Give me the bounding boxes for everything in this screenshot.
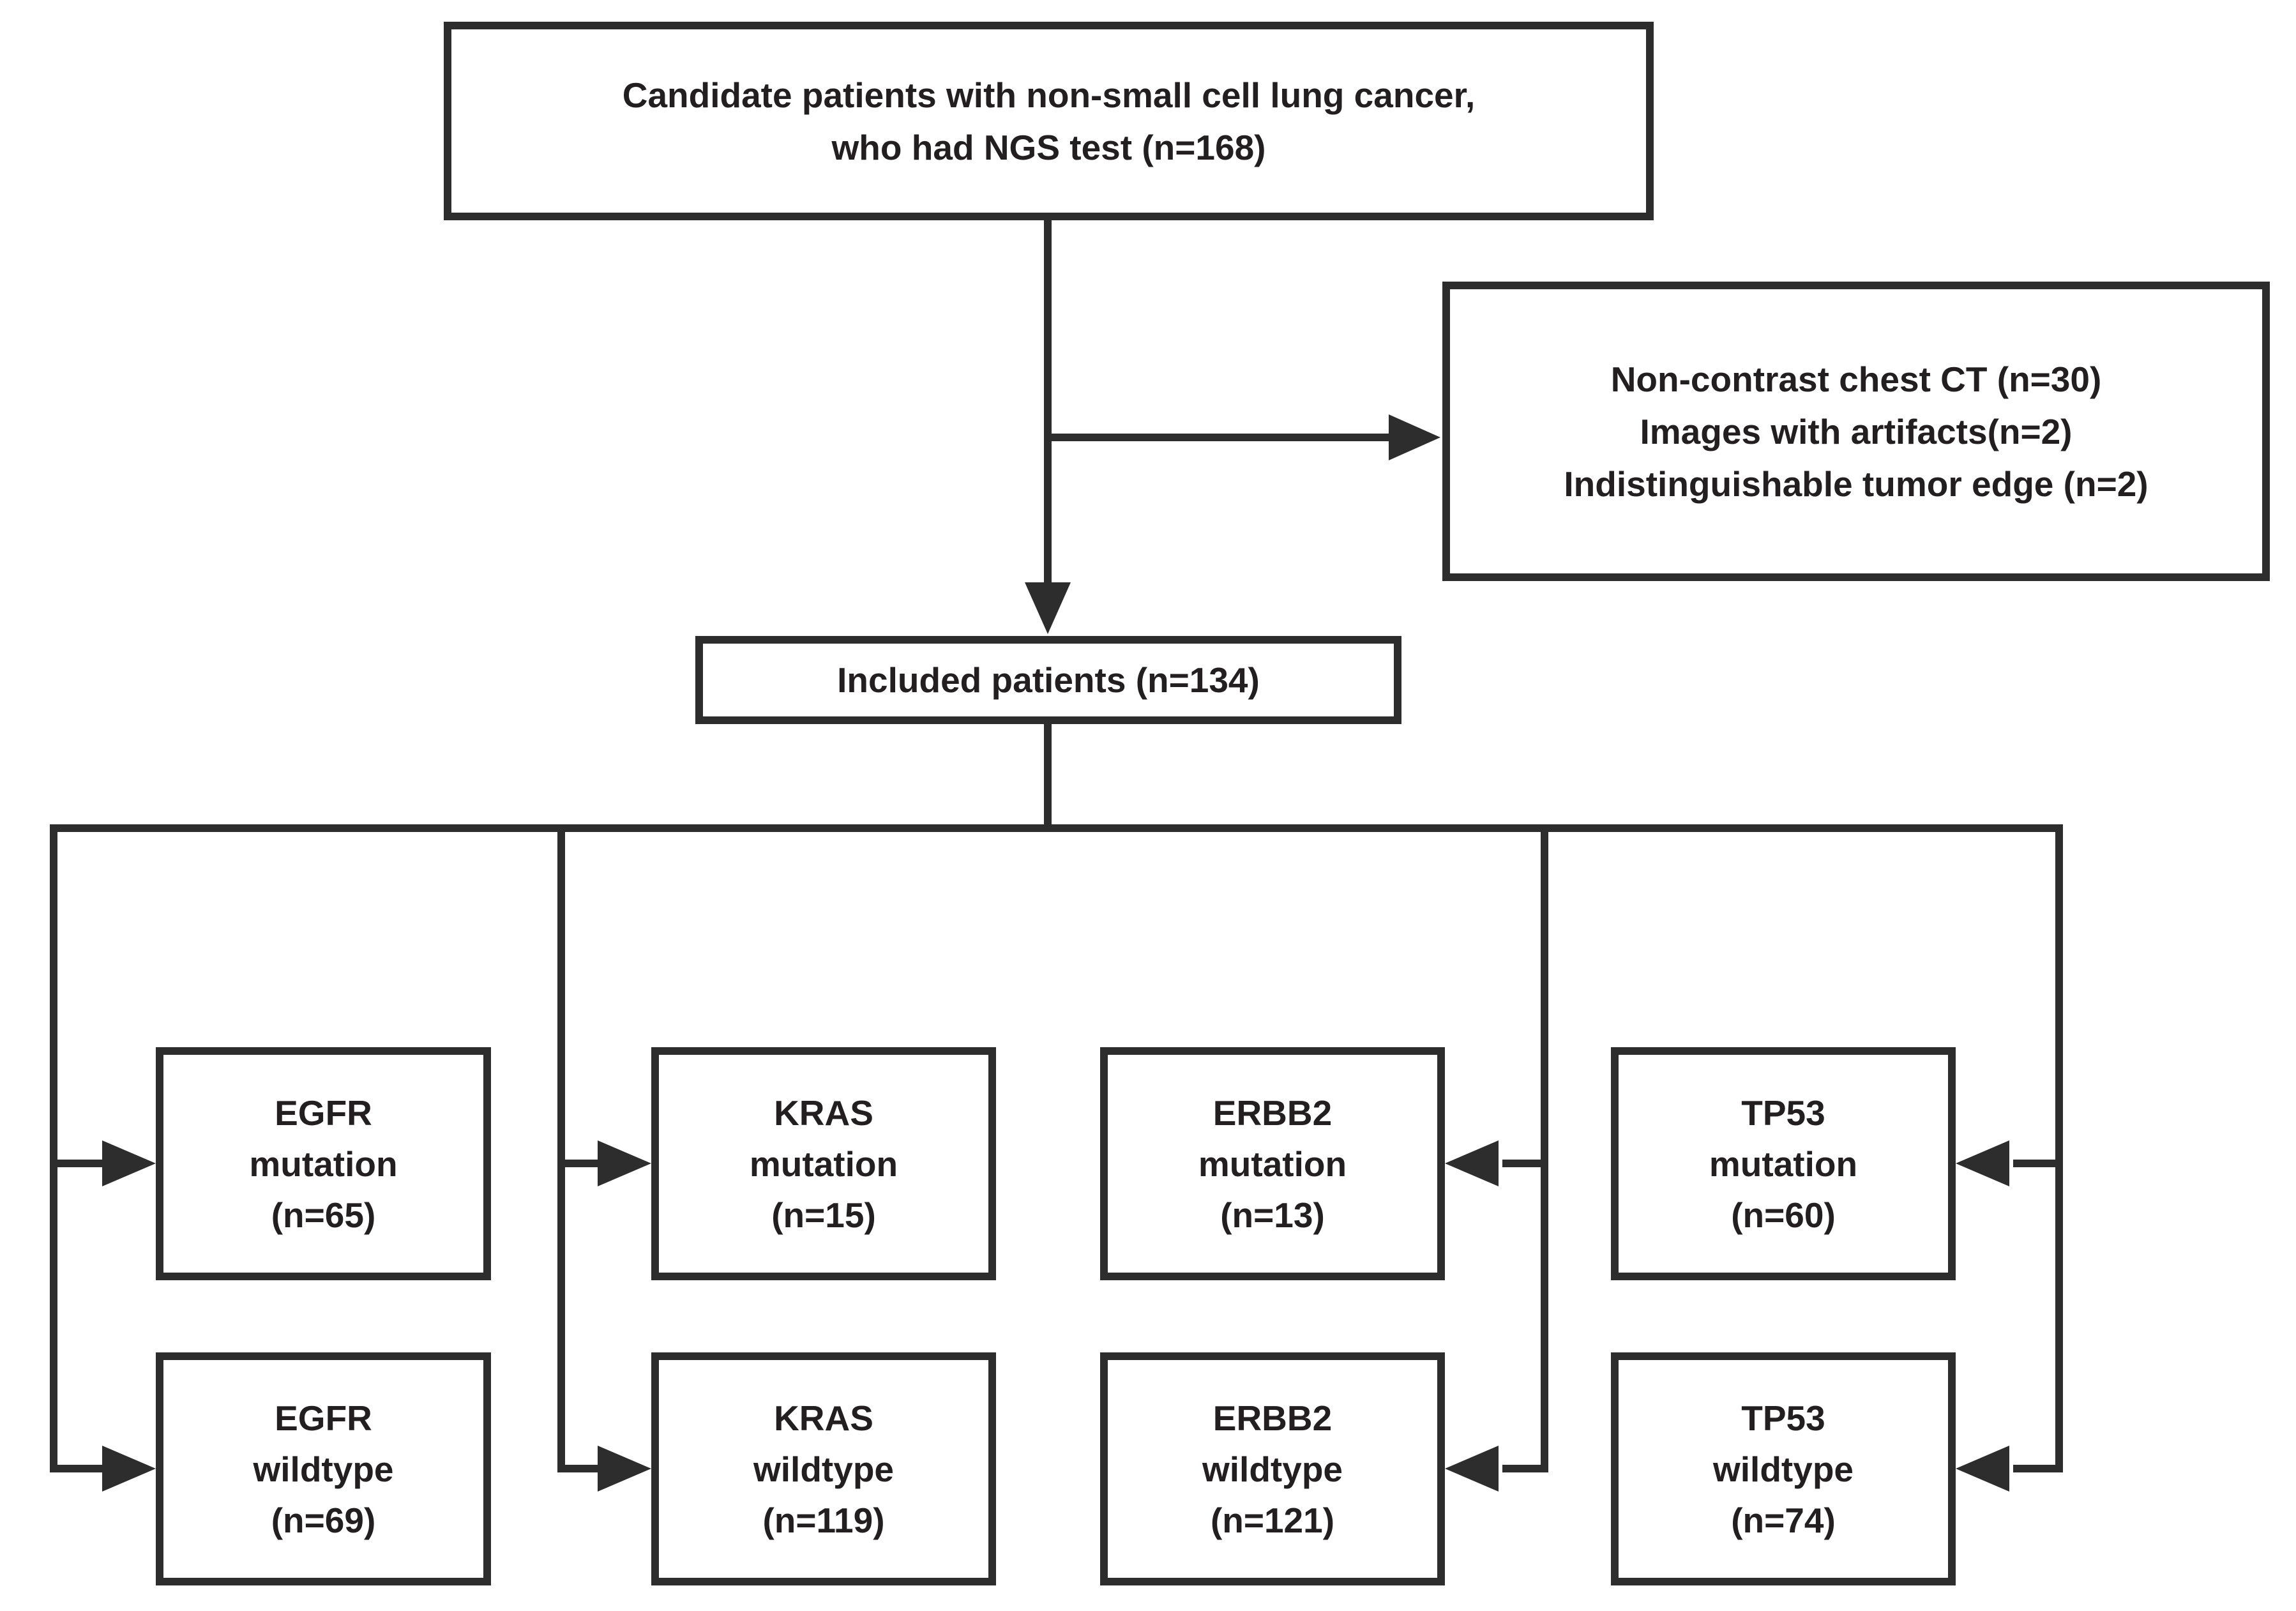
- type-label: wildtype: [1712, 1449, 1854, 1489]
- count-label: (n=15): [771, 1195, 876, 1235]
- count-label: (n=13): [1220, 1195, 1325, 1235]
- box-erbb2-mutation: ERBB2 mutation (n=13): [1100, 1047, 1445, 1280]
- arrow-to-kras-mutation: [561, 1140, 651, 1186]
- count-label: (n=121): [1210, 1500, 1335, 1540]
- count-label: (n=60): [1731, 1195, 1836, 1235]
- box-candidates-line-2: who had NGS test (n=168): [831, 127, 1266, 167]
- box-kras-mutation: KRAS mutation (n=15): [651, 1047, 996, 1280]
- type-label: wildtype: [1202, 1449, 1343, 1489]
- arrow-candidates-to-included: [1025, 220, 1071, 634]
- type-label: mutation: [1198, 1144, 1347, 1184]
- count-label: (n=74): [1731, 1500, 1836, 1540]
- type-label: mutation: [1709, 1144, 1858, 1184]
- box-kras-wildtype: KRAS wildtype (n=119): [651, 1352, 996, 1585]
- arrow-to-erbb2-wildtype: [1445, 1446, 1545, 1492]
- gene-label: ERBB2: [1212, 1093, 1333, 1133]
- box-egfr-mutation: EGFR mutation (n=65): [156, 1047, 491, 1280]
- arrow-to-erbb2-mutation: [1445, 1140, 1545, 1186]
- arrow-to-egfr-wildtype: [54, 1446, 156, 1492]
- arrow-candidates-to-exclusions: [1048, 414, 1440, 460]
- arrow-to-tp53-mutation: [1956, 1140, 2059, 1186]
- gene-label: EGFR: [275, 1093, 372, 1133]
- gene-label: ERBB2: [1212, 1398, 1333, 1438]
- gene-label: KRAS: [774, 1093, 873, 1133]
- gene-label: TP53: [1741, 1398, 1825, 1438]
- box-included-label: Included patients (n=134): [837, 660, 1260, 700]
- box-tp53-mutation: TP53 mutation (n=60): [1611, 1047, 1956, 1280]
- gene-label: EGFR: [275, 1398, 372, 1438]
- box-candidates: Candidate patients with non-small cell l…: [444, 22, 1654, 220]
- box-exclusions-line-3: Indistinguishable tumor edge (n=2): [1564, 464, 2149, 504]
- count-label: (n=69): [271, 1500, 376, 1540]
- box-egfr-wildtype: EGFR wildtype (n=69): [156, 1352, 491, 1585]
- arrow-to-tp53-wildtype: [1956, 1446, 2059, 1492]
- box-exclusions-line-1: Non-contrast chest CT (n=30): [1610, 359, 2102, 399]
- arrow-to-kras-wildtype: [561, 1446, 651, 1492]
- gene-label: KRAS: [774, 1398, 873, 1438]
- type-label: mutation: [249, 1144, 398, 1184]
- count-label: (n=65): [271, 1195, 376, 1235]
- type-label: wildtype: [253, 1449, 394, 1489]
- box-erbb2-wildtype: ERBB2 wildtype (n=121): [1100, 1352, 1445, 1585]
- box-candidates-line-1: Candidate patients with non-small cell l…: [622, 75, 1476, 115]
- box-exclusions: Non-contrast chest CT (n=30) Images with…: [1442, 282, 2270, 581]
- box-tp53-wildtype: TP53 wildtype (n=74): [1611, 1352, 1956, 1585]
- type-label: mutation: [749, 1144, 898, 1184]
- box-included: Included patients (n=134): [695, 636, 1401, 724]
- count-label: (n=119): [762, 1500, 885, 1540]
- type-label: wildtype: [753, 1449, 895, 1489]
- arrow-to-egfr-mutation: [54, 1140, 156, 1186]
- gene-label: TP53: [1741, 1093, 1825, 1133]
- box-exclusions-line-2: Images with artifacts(n=2): [1640, 411, 2073, 451]
